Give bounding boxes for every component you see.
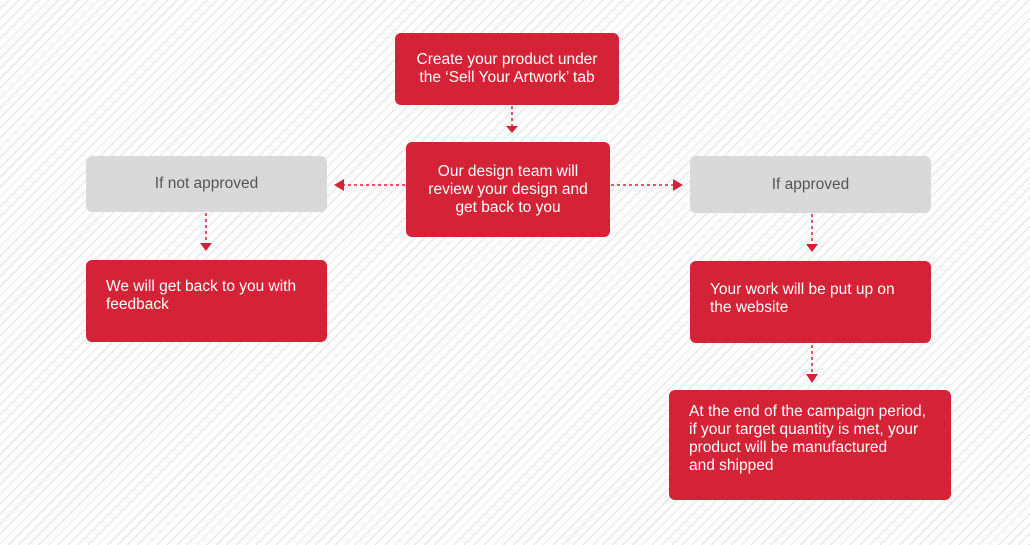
step-create-product-text: Create your product under the ‘Sell Your… <box>416 51 598 86</box>
decision-approved: If approved <box>690 156 931 213</box>
step-feedback: We will get back to you with feedback <box>86 260 327 342</box>
step-design-review-text: Our design team will review your design … <box>428 162 588 216</box>
step-create-product: Create your product under the ‘Sell Your… <box>395 33 619 105</box>
step-manufacture-and-ship-text: At the end of the campaign period, if yo… <box>689 403 926 474</box>
arrowhead-create-review <box>506 126 518 133</box>
step-put-on-website: Your work will be put up on the website <box>690 261 931 343</box>
arrowhead-not-approved-feedback <box>200 243 212 251</box>
step-design-review: Our design team will review your design … <box>406 142 610 237</box>
arrowhead-approved-website <box>806 244 818 252</box>
step-manufacture-and-ship: At the end of the campaign period, if yo… <box>669 390 951 500</box>
step-put-on-website-text: Your work will be put up on the website <box>710 281 895 316</box>
arrowhead-review-approved <box>673 179 683 191</box>
arrowhead-website-final <box>806 374 818 383</box>
decision-approved-text: If approved <box>771 175 850 193</box>
decision-not-approved: If not approved <box>86 156 327 212</box>
step-feedback-text: We will get back to you with feedback <box>106 278 297 313</box>
arrowhead-review-not-approved <box>334 179 344 191</box>
decision-not-approved-text: If not approved <box>154 175 259 192</box>
